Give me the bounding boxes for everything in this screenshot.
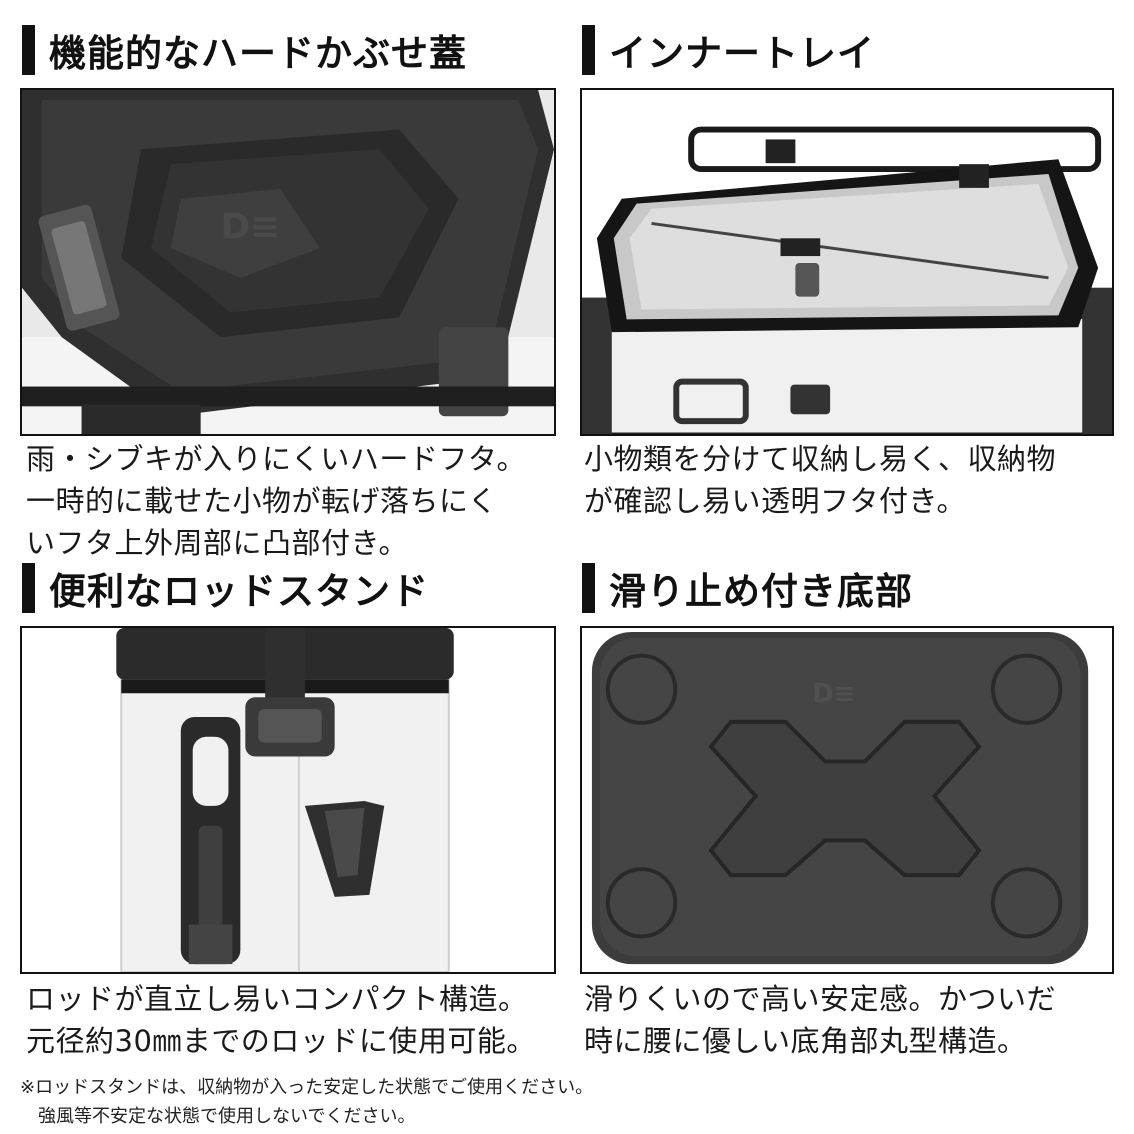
heading-inner-tray: インナートレイ — [582, 22, 875, 78]
heading-text: 滑り止め付き底部 — [609, 570, 913, 613]
inner-tray-illustration — [582, 90, 1112, 434]
heading-bar — [582, 563, 595, 613]
heading-bar — [582, 25, 595, 75]
caption-inner-tray: 小物類を分けて収納し易く、収納物 が確認し易い透明フタ付き。 — [584, 442, 1057, 518]
heading-bar — [22, 25, 35, 75]
photo-hard-lid: D≡ — [20, 88, 556, 436]
rod-stand-illustration — [22, 628, 554, 972]
heading-hard-lid: 機能的なハードかぶせ蓋 — [22, 22, 467, 78]
heading-text: インナートレイ — [609, 32, 875, 75]
non-slip-bottom-illustration: D≡ — [582, 628, 1112, 972]
heading-text: 機能的なハードかぶせ蓋 — [49, 32, 467, 75]
photo-non-slip-bottom: D≡ — [580, 626, 1114, 974]
svg-text:D≡: D≡ — [221, 206, 281, 247]
heading-bar — [22, 563, 35, 613]
caption-rod-stand: ロッドが直立し易いコンパクト構造。 元径約30㎜までのロッドに使用可能。 — [26, 982, 536, 1058]
heading-non-slip-bottom: 滑り止め付き底部 — [582, 560, 913, 616]
photo-inner-tray — [580, 88, 1114, 436]
hard-lid-illustration: D≡ — [22, 90, 554, 434]
caption-non-slip-bottom: 滑りくいので高い安定感。かついだ 時に腰に優しい底角部丸型構造。 — [584, 982, 1057, 1058]
footnote: ※ロッドスタンドは、収納物が入った安定した状態でご使用ください。 強風等不安定な… — [20, 1077, 594, 1127]
heading-text: 便利なロッドスタンド — [49, 570, 429, 613]
caption-hard-lid: 雨・シブキが入りにくいハードフタ。 一時的に載せた小物が転げ落ちにく いフタ上外… — [26, 442, 527, 560]
svg-text:D≡: D≡ — [812, 679, 855, 709]
heading-rod-stand: 便利なロッドスタンド — [22, 560, 429, 616]
photo-rod-stand — [20, 626, 556, 974]
